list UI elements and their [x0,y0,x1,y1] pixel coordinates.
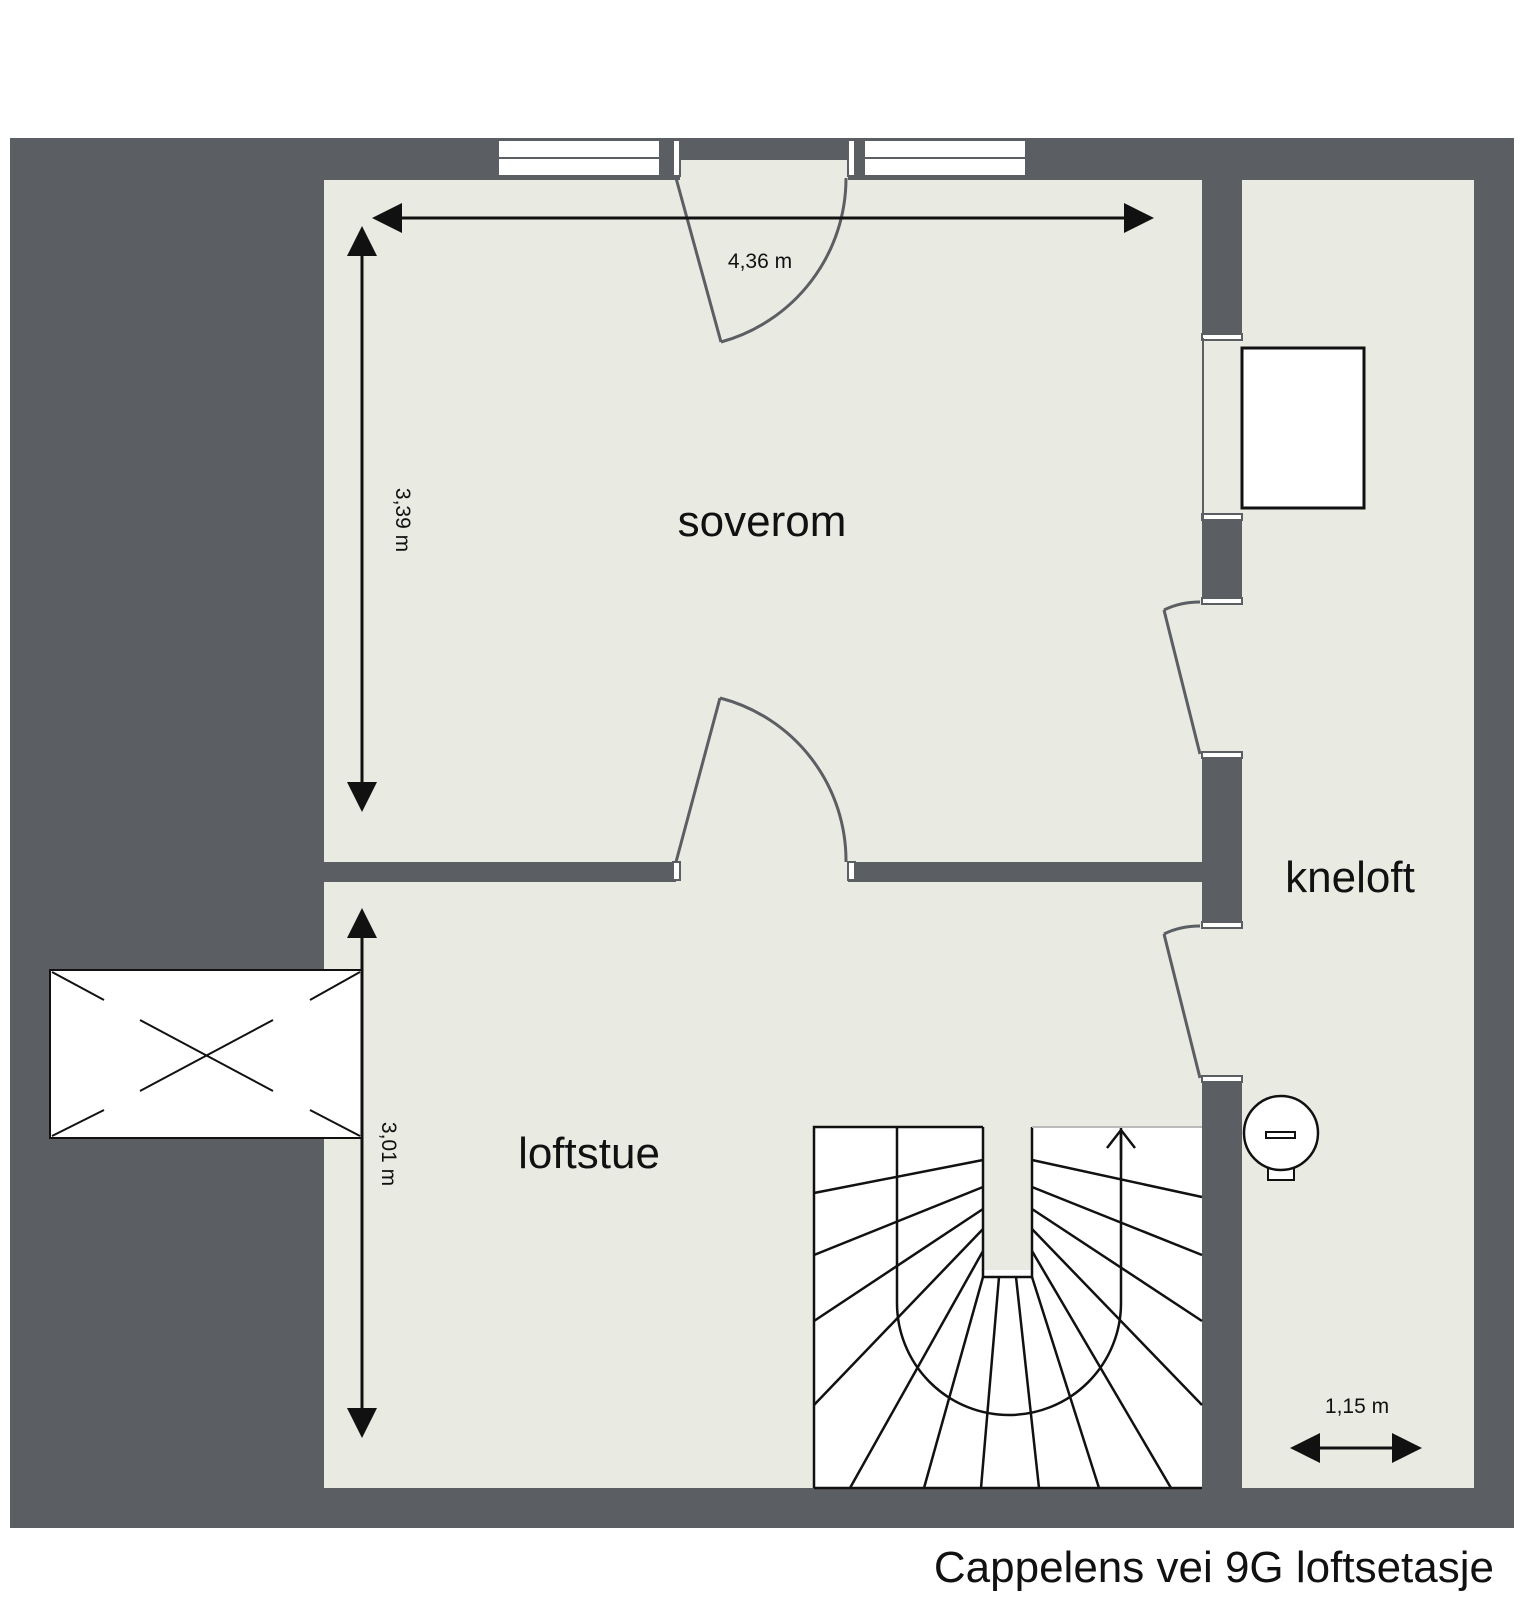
kneloft-door-1-opening [1200,602,1244,754]
staircase [812,1120,1203,1490]
chimney-box [1240,346,1366,510]
water-heater [1242,1094,1320,1181]
top-door-opening [680,160,848,182]
door-kneloft-1 [1162,600,1202,755]
door-kneloft-2 [1162,924,1202,1079]
dim-label-soverom-depth: 3,39 m [391,488,414,552]
kneloft-door-2-opening [1200,926,1244,1078]
kneloft-hatch-upper-opening [1200,338,1244,520]
inner-door-opening [676,858,848,886]
dim-label-soverom-width: 4,36 m [728,250,792,273]
room-label-kneloft: kneloft [1285,853,1415,902]
room-label-loftstue: loftstue [518,1129,660,1178]
door-soverom-loftstue [674,696,848,863]
dim-label-loftstue-depth: 3,01 m [377,1122,400,1186]
plan-caption: Cappelens vei 9G loftsetasje [933,1543,1494,1592]
room-label-soverom: soverom [678,497,847,546]
window-top-right [863,139,1027,177]
skylight [49,969,363,1139]
soverom-floor [324,180,1202,862]
dim-label-kneloft-width: 1,15 m [1325,1395,1389,1418]
stair-direction-arrow [1106,1127,1136,1160]
wall-jambs [672,139,1243,1083]
window-top-left [497,139,661,177]
